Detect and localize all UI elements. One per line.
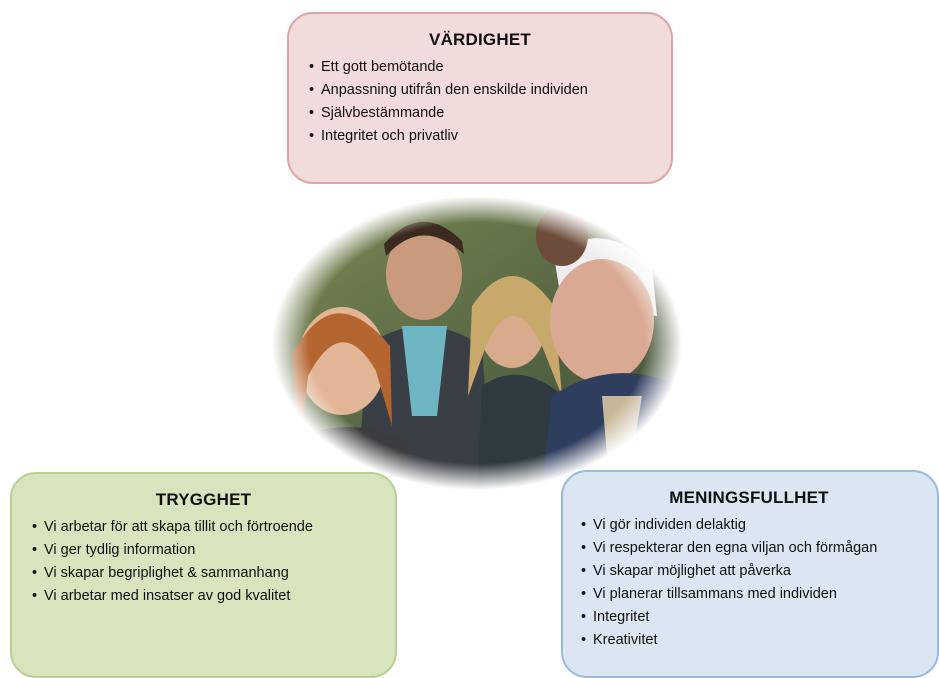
list-item: Kreativitet (581, 629, 917, 652)
list-item: Vi planerar tillsammans med individen (581, 583, 917, 606)
box-trygghet-list: Vi arbetar för att skapa tillit och fört… (32, 516, 375, 608)
box-vardighet: VÄRDIGHET Ett gott bemötande Anpassning … (287, 12, 673, 184)
list-item: Anpassning utifrån den enskilde individe… (309, 79, 651, 102)
box-trygghet: TRYGGHET Vi arbetar för att skapa tillit… (10, 472, 397, 678)
list-item: Vi gör individen delaktig (581, 514, 917, 537)
list-item: Vi arbetar för att skapa tillit och fört… (32, 516, 375, 539)
list-item: Ett gott bemötande (309, 56, 651, 79)
box-vardighet-list: Ett gott bemötande Anpassning utifrån de… (309, 56, 651, 148)
box-meningsfullhet: MENINGSFULLHET Vi gör individen delaktig… (561, 470, 939, 678)
box-trygghet-title: TRYGGHET (155, 490, 252, 509)
list-item: Vi respekterar den egna viljan och förmå… (581, 537, 917, 560)
box-meningsfullhet-title: MENINGSFULLHET (669, 488, 829, 507)
box-vardighet-title: VÄRDIGHET (429, 30, 531, 49)
list-item: Vi skapar möjlighet att påverka (581, 560, 917, 583)
list-item: Självbestämmande (309, 102, 651, 125)
group-photo (272, 196, 682, 490)
list-item: Integritet (581, 606, 917, 629)
list-item: Vi arbetar med insatser av god kvalitet (32, 585, 375, 608)
list-item: Vi ger tydlig information (32, 539, 375, 562)
list-item: Integritet och privatliv (309, 125, 651, 148)
list-item: Vi skapar begriplighet & sammanhang (32, 562, 375, 585)
box-meningsfullhet-list: Vi gör individen delaktig Vi respekterar… (581, 514, 917, 652)
